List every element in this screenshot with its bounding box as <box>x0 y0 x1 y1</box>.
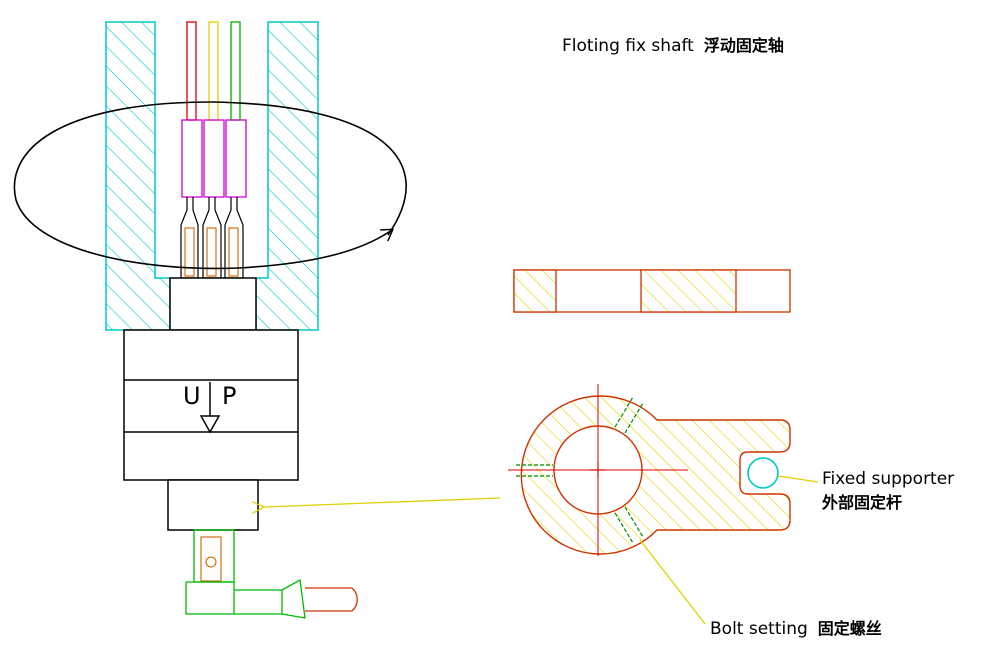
pin-2 <box>202 197 222 279</box>
clamp-plan-view <box>508 384 791 556</box>
terminal-block <box>193 529 235 583</box>
pin-3 <box>224 197 244 279</box>
terminal-hole <box>205 556 217 568</box>
terminal-elbow <box>185 578 306 619</box>
clamp-section-hatch-1 <box>513 269 557 313</box>
fixed-supporter-pin <box>747 457 779 489</box>
supporter-leader <box>777 475 819 483</box>
wire-red <box>186 21 197 121</box>
wire-yellow <box>208 21 219 121</box>
up-arrow-head <box>199 415 221 434</box>
bolt-label: Bolt setting 固定螺丝 <box>710 619 882 639</box>
output-cable <box>305 587 358 612</box>
supporter-label-en: Fixed supporter <box>822 469 954 489</box>
sleeve-3 <box>225 119 247 198</box>
bolt-hole-left <box>516 464 553 477</box>
slip-ring-body: U P <box>123 277 299 531</box>
rotor-top <box>169 277 257 331</box>
shaft-housing <box>105 21 319 331</box>
pin-3-core <box>228 227 239 277</box>
clamp-section-view <box>513 269 791 313</box>
sleeve-1 <box>181 119 203 198</box>
pin-1-core <box>184 227 195 277</box>
sleeve-2 <box>203 119 225 198</box>
up-label-p: P <box>222 382 236 410</box>
bolt-leader <box>639 539 706 625</box>
pin-2-core <box>206 227 217 277</box>
stator-bottom <box>167 479 259 531</box>
stator-lead <box>185 529 358 619</box>
pin-1 <box>180 197 199 279</box>
supporter-label-cn: 外部固定杆 <box>821 493 902 512</box>
wire-green <box>230 21 241 121</box>
up-label-u: U <box>183 382 201 410</box>
shaft-housing-left <box>105 21 171 331</box>
clamp-leader-arrow <box>264 497 501 507</box>
terminal-inner <box>200 536 222 582</box>
shaft-housing-right <box>255 21 319 331</box>
rotation-arrow <box>13 101 407 270</box>
lead-wires <box>180 21 247 279</box>
clamp-section-hatch-2 <box>640 269 737 313</box>
shaft-label: Floting fix shaft 浮动固定轴 <box>562 36 784 56</box>
housing-main <box>123 329 299 481</box>
